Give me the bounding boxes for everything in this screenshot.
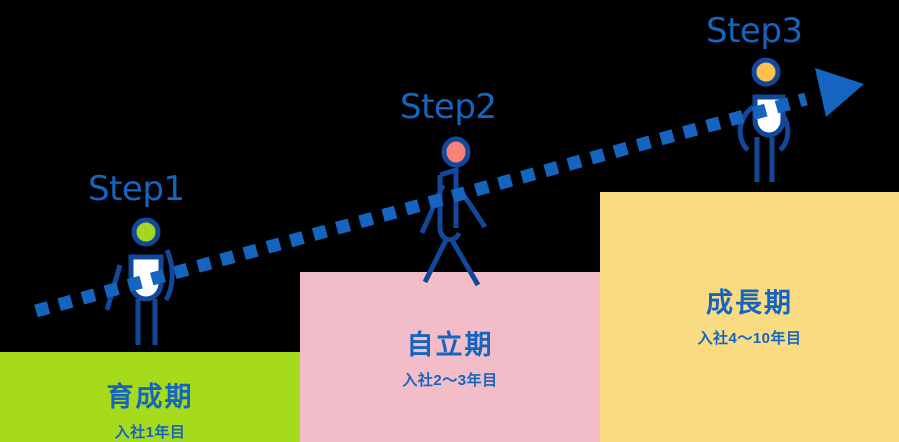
step-block-2-title: 自立期: [406, 330, 494, 360]
stick-figure-1: [104, 217, 175, 345]
step-label-2: Step2: [400, 87, 497, 127]
stick-figure-1-head: [131, 217, 161, 247]
step-block-1-title: 育成期: [106, 382, 194, 412]
step-label-3: Step3: [706, 11, 803, 51]
step-block-3-title: 成長期: [706, 288, 793, 318]
step-label-1: Step1: [88, 169, 185, 209]
step-block-1-subtitle: 入社1年目: [114, 424, 186, 441]
step-block-2-subtitle: 入社2〜3年目: [402, 372, 498, 389]
step-block-3: 成長期 入社4〜10年目: [600, 192, 899, 442]
stick-figure-2: [419, 136, 488, 287]
stick-figure-3: [737, 57, 791, 182]
step-block-1: 育成期 入社1年目: [0, 352, 300, 442]
stick-figure-2-head: [441, 136, 471, 168]
stick-figure-3-head: [751, 57, 781, 87]
step-block-2: 自立期 入社2〜3年目: [300, 272, 600, 442]
growth-arrow-head-icon: [815, 68, 864, 117]
step-block-3-subtitle: 入社4〜10年目: [697, 330, 802, 347]
